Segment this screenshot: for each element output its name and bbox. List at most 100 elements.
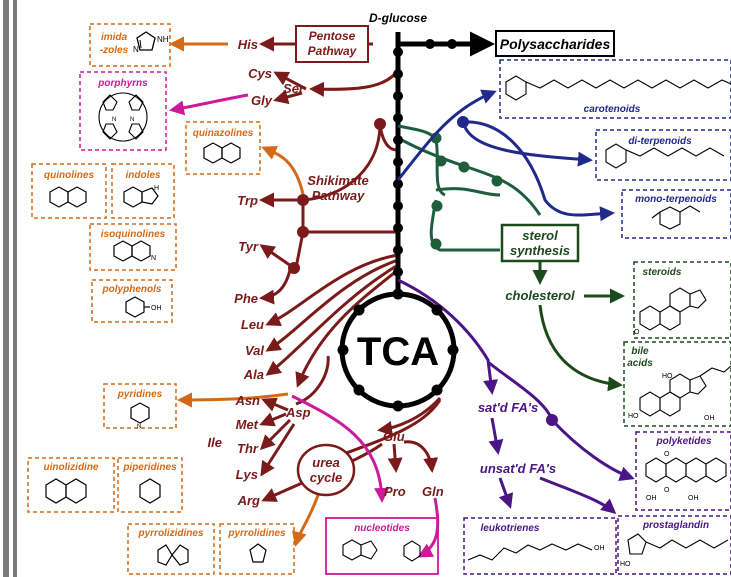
pentose-line2: Pathway [308, 44, 358, 58]
tca-cycle [337, 288, 459, 412]
imidazole-ring-icon [136, 31, 156, 51]
nucleotides-box: nucleotides [325, 517, 439, 575]
svg-text:OH: OH [646, 495, 657, 502]
svg-text:OH: OH [594, 545, 605, 552]
phe-label: Phe [234, 291, 258, 306]
pyrimidine-ring-icon [403, 540, 421, 562]
di-terpenoid-ring-icon [605, 143, 627, 169]
ser-arrow [309, 69, 400, 97]
isoquinolines-label: isoquinolines [101, 229, 166, 240]
gln-arrow [403, 440, 439, 473]
svg-text:N: N [137, 424, 141, 430]
glycolysis-trunk [395, 31, 495, 300]
gly-label: Gly [251, 93, 273, 108]
pro-arrow [387, 443, 403, 473]
shikimate-line2: Pathway [312, 188, 366, 203]
tyr-arrow [259, 244, 295, 270]
prostaglandin-ring-icon [627, 533, 647, 555]
asn-label: Asn [234, 393, 260, 408]
val-arrow [265, 258, 399, 352]
shikimate-lower [294, 231, 305, 269]
trunk-dots [393, 39, 479, 277]
lys-label: Lys [236, 467, 258, 482]
magenta-arrows [169, 93, 440, 558]
shikimate-trunk [301, 200, 398, 234]
mono-terpenoids-label: mono-terpenoids [635, 194, 717, 205]
carotenoids-label: carotenoids [584, 104, 641, 115]
ala-label: Ala [243, 367, 264, 382]
cys-arrow [273, 71, 307, 91]
amino-dots [288, 118, 386, 274]
quinolizidine-box: uinolizidine [27, 457, 115, 513]
mono-terpenoid-ring-icon [659, 206, 681, 230]
di-terpenoids-label: di-terpenoids [628, 136, 692, 147]
quinoline-ring-icon [49, 186, 87, 208]
pyrrolizidines-box: pyrrolizidines [127, 523, 215, 575]
to-carotenoids [396, 89, 497, 181]
pyridine-ring-icon [130, 402, 150, 424]
leu-arrow [265, 253, 399, 327]
tyr-label: Tyr [238, 239, 259, 254]
cys-label: Cys [248, 66, 272, 81]
svg-text:N: N [130, 117, 134, 123]
bile-acids-box: bile acids HO HO OH [623, 341, 731, 427]
quinolines-box: quinolines [31, 163, 107, 219]
purine-ring-icon [342, 539, 378, 561]
steroids-box: steroids O [633, 261, 731, 339]
leu-label: Leu [241, 317, 264, 332]
d-glucose-label: D-glucose [369, 11, 427, 25]
polyphenols-label: polyphenols [102, 284, 162, 295]
urea-cycle-circle [296, 443, 356, 497]
asp-to-pyridines [177, 392, 289, 408]
tca-label: TCA [357, 330, 439, 374]
phe-arrow [259, 269, 292, 305]
pyridines-label: pyridines [117, 389, 163, 400]
pyrrolidines-box: pyrrolidines [219, 523, 295, 575]
pyridines-box: pyridines N [103, 383, 177, 430]
carotenoid-chain-icon [525, 79, 731, 89]
shikimate-link [304, 123, 398, 202]
gln-to-nucleotides [417, 497, 440, 558]
green-dots [430, 132, 503, 250]
quinazoline-ring-icon [203, 142, 241, 164]
arg-label: Arg [237, 493, 260, 508]
to-unsatd-fa [488, 417, 504, 455]
svg-text:O: O [634, 329, 640, 336]
to-mono-terpenoids [462, 120, 615, 222]
pyrrolidine-ring-icon [249, 543, 267, 563]
polyketides-box: polyketides O O OH OH [635, 431, 731, 511]
sterol-arrows [532, 262, 625, 392]
svg-text:H: H [154, 185, 159, 192]
to-satd-fa [397, 278, 498, 395]
his-label: His [238, 37, 258, 52]
polysaccharides-label: Polysaccharides [500, 36, 611, 52]
thr-arrow [259, 418, 292, 451]
carotenoids-box: carotenoids [499, 59, 731, 119]
di-terpenoids-box: di-terpenoids [595, 129, 731, 181]
svg-text:OH: OH [704, 415, 715, 422]
imidazole-n: N [133, 45, 139, 54]
mono-terpenoids-box: mono-terpenoids [621, 189, 731, 239]
carotenoid-ring-icon [505, 75, 527, 101]
imidazole-nh: NH [157, 35, 169, 44]
left-edge-bar [3, 0, 9, 577]
ser-label: Ser [283, 81, 305, 96]
bile-line2: acids [627, 358, 653, 369]
leukotrienes-label: leukotrienes [481, 523, 540, 534]
imidazoles-line1: imida [101, 32, 128, 43]
pentose-line1: Pentose [309, 29, 356, 43]
met-label: Met [236, 417, 259, 432]
cholesterol-label: cholesterol [505, 288, 575, 303]
ala-arrow [265, 263, 399, 376]
bile-acid-ring-icon [639, 365, 731, 417]
gly-to-porphyrns [169, 93, 249, 116]
quinolizidine-label: uinolizidine [44, 462, 99, 473]
indole-ring-icon [123, 186, 159, 208]
to-leukotrienes [498, 477, 514, 509]
svg-text:OH: OH [688, 495, 699, 502]
purple-node [546, 414, 558, 426]
navy-arrows [396, 89, 615, 222]
navy-node [457, 116, 469, 128]
isoquinolines-box: isoquinolines N [89, 223, 177, 271]
polyketide-ring-icon [645, 457, 727, 483]
